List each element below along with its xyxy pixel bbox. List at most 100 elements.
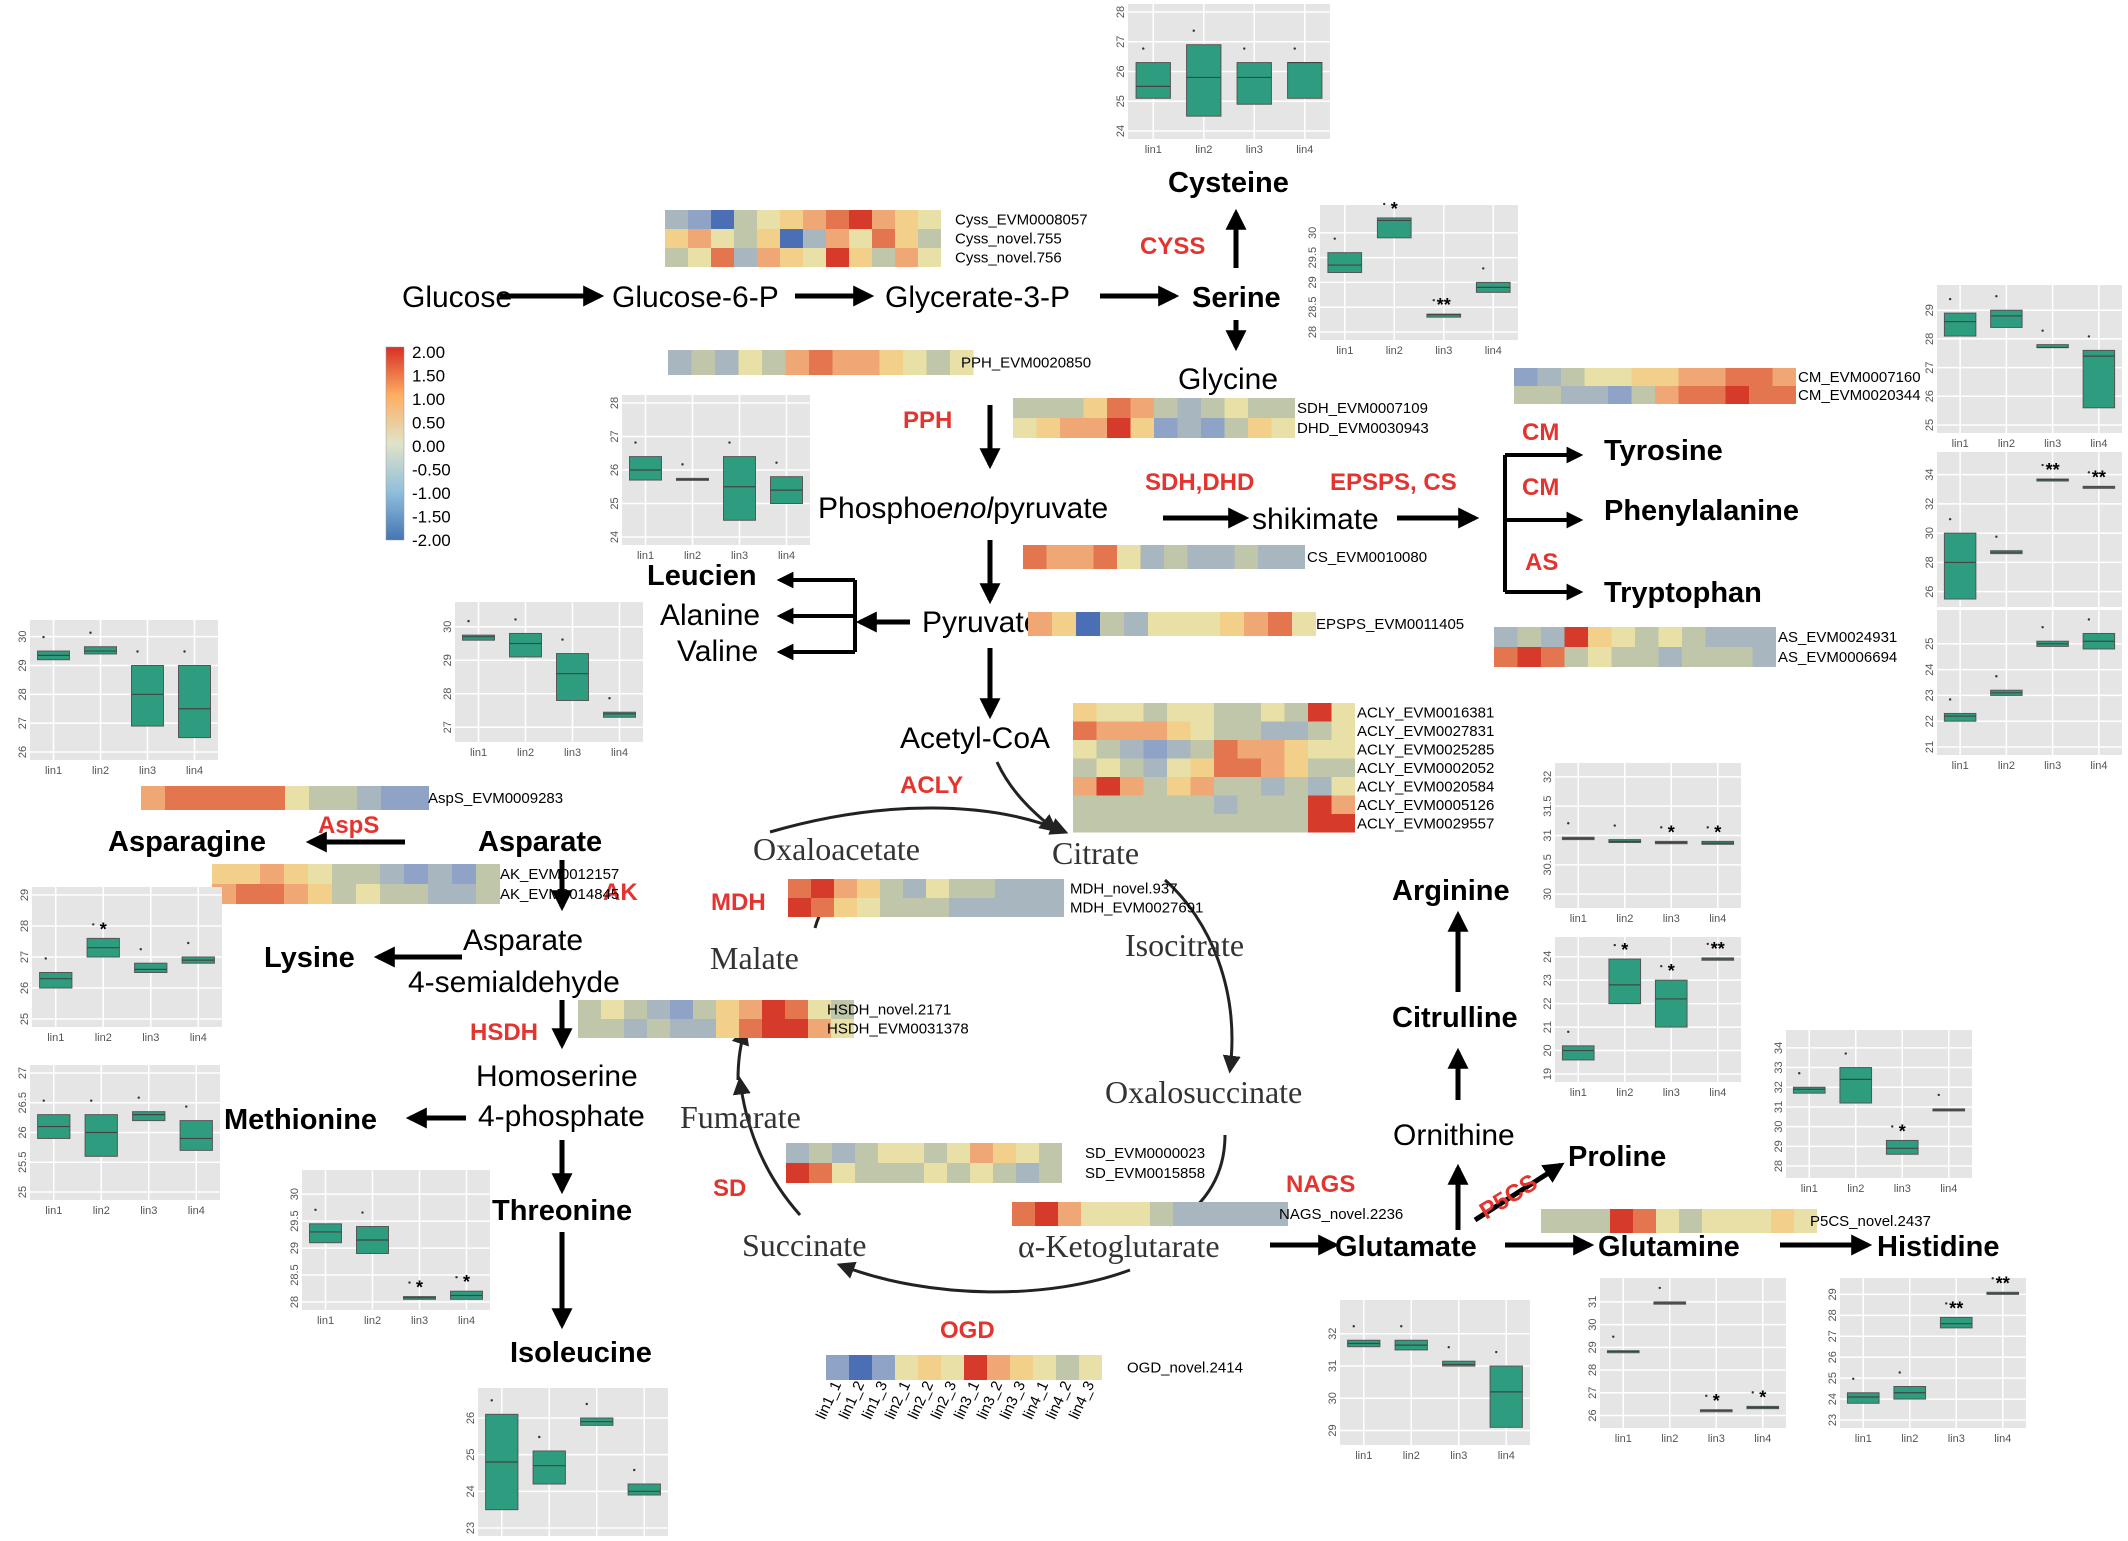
heatmap-cell <box>1308 814 1332 833</box>
heatmap-cell <box>688 210 711 229</box>
heatmap-cell <box>309 786 333 810</box>
heatmap-cell <box>356 884 380 904</box>
boxplot-xtick: lin2 <box>93 1205 110 1217</box>
heatmap-cell <box>404 884 428 904</box>
boxplot-ytick: 27 <box>17 717 29 729</box>
boxplot-ytick: 30 <box>1587 1318 1599 1330</box>
heatmap-cell <box>1079 1355 1102 1380</box>
heatmap-cell <box>1058 1202 1081 1226</box>
boxplot-ytick: 21 <box>1542 1021 1554 1033</box>
boxplot-xtick: lin4 <box>1754 1433 1771 1445</box>
heatmap-cell <box>1561 386 1585 404</box>
heatmap-cell <box>926 350 950 375</box>
heatmap-cell <box>601 1019 624 1038</box>
heatmap-cell <box>1033 1355 1056 1380</box>
heatmap-cell <box>734 210 757 229</box>
heatmap-cell <box>1682 627 1706 647</box>
boxplot-xtick: lin3 <box>1663 913 1680 925</box>
heatmap-cell <box>1190 777 1214 796</box>
heatmap-cell <box>809 350 833 375</box>
boxplot-ytick: 22 <box>1924 715 1936 727</box>
heatmap-cell <box>236 884 260 904</box>
label-asparagine: Asparagine <box>108 826 266 858</box>
heatmap-cell <box>1541 627 1565 647</box>
boxplot-ytick: 29 <box>1307 276 1319 288</box>
heatmap-cell <box>734 229 757 248</box>
heatmap-cell <box>1120 758 1144 777</box>
heatmap-cell <box>691 350 715 375</box>
heatmap-cell <box>995 898 1018 917</box>
heatmap-cell <box>1631 386 1655 404</box>
heatmap-cell <box>1035 1202 1058 1226</box>
heatmap-cell <box>1261 795 1285 814</box>
heatmap-cell <box>1214 703 1238 722</box>
color-scale-label: -1.00 <box>412 484 451 503</box>
boxplot-xtick: lin2 <box>1661 1433 1678 1445</box>
enzyme-sd: SD <box>713 1175 746 1202</box>
heatmap-cell <box>1752 627 1776 647</box>
heatmap-cell <box>1036 418 1060 438</box>
heatmap-cell <box>808 1019 831 1038</box>
heatmap-cell <box>333 786 357 810</box>
boxplot-ytick: 28.5 <box>1307 296 1319 317</box>
boxplot-xtick: lin2 <box>92 765 109 777</box>
heatmap-cell <box>1725 1209 1748 1233</box>
heatmap-cell <box>1237 777 1261 796</box>
boxplot-xtick: lin1 <box>1952 760 1969 772</box>
label-alpha-ketoglutarate: α-Ketoglutarate <box>1018 1228 1220 1264</box>
boxplot-panel <box>1786 1030 1972 1178</box>
boxplot-ytick: 28 <box>1307 326 1319 338</box>
heatmap-cell <box>1154 398 1178 418</box>
boxplot-ytick: 30 <box>1773 1121 1785 1133</box>
heatmap-cell <box>1258 545 1282 569</box>
heatmap-cell <box>1248 398 1272 418</box>
boxplot-box <box>2082 349 2116 409</box>
heatmap-cell <box>1073 795 1097 814</box>
boxplot-xtick: lin4 <box>1709 913 1726 925</box>
label-citrate: Citrate <box>1052 835 1139 871</box>
boxplot-xtick: lin2 <box>1403 1450 1420 1462</box>
heatmap-gene-label: EPSPS_EVM0011405 <box>1316 616 1464 633</box>
heatmap-cell <box>405 786 429 810</box>
heatmap-gene-label: AspS_EVM0009283 <box>428 790 563 807</box>
boxplot-box <box>1654 979 1688 1028</box>
heatmap-cell <box>476 884 500 904</box>
boxplot-ytick: 30 <box>289 1188 301 1200</box>
heatmap-cell <box>1219 1202 1242 1226</box>
boxplot-ytick: 30 <box>1307 227 1319 239</box>
heatmap-cell <box>1096 721 1120 740</box>
label-citrulline: Citrulline <box>1392 1002 1518 1034</box>
boxplot-ytick: 30.5 <box>1542 854 1554 875</box>
boxplot-ytick: 32 <box>1924 498 1936 510</box>
boxplot-xtick: lin2 <box>1847 1183 1864 1195</box>
boxplot-ytick: 27 <box>1827 1330 1839 1342</box>
label-asparate-semialdehyde-1: Asparate <box>463 924 583 957</box>
heatmap-cell <box>452 864 476 884</box>
label-succinate: Succinate <box>742 1227 866 1263</box>
heatmap-cell <box>1120 703 1144 722</box>
heatmap-cell <box>1242 1202 1265 1226</box>
heatmap-cell <box>1331 777 1355 796</box>
boxplot-ytick: 26 <box>17 1126 29 1138</box>
boxplot-xtick: lin2 <box>684 550 701 562</box>
boxplot-xtick: lin3 <box>1948 1433 1965 1445</box>
boxplot-ytick: 27 <box>19 951 31 963</box>
boxplot-box <box>179 1120 213 1151</box>
heatmap-cell <box>738 350 762 375</box>
heatmap-cell <box>826 1355 849 1380</box>
heatmap-cyss: Cyss_EVM0008057Cyss_novel.755Cyss_novel.… <box>665 210 1088 267</box>
boxplot-ytick: 29.5 <box>1307 247 1319 268</box>
heatmap-cell <box>1177 418 1201 438</box>
heatmap-cell <box>849 1355 872 1380</box>
heatmap-cell <box>1214 777 1238 796</box>
heatmap-epsps: EPSPS_EVM0011405 <box>1028 612 1464 636</box>
heatmap-cell <box>1028 612 1052 636</box>
heatmap-cell <box>1561 368 1585 386</box>
heatmap-cell <box>1725 386 1749 404</box>
label-methionine: Methionine <box>224 1104 377 1136</box>
label-tryptophan: Tryptophan <box>1604 577 1762 609</box>
heatmap-cell <box>849 229 872 248</box>
label-fumarate: Fumarate <box>680 1099 801 1135</box>
heatmap-gene-label: AS_EVM0024931 <box>1778 629 1897 646</box>
